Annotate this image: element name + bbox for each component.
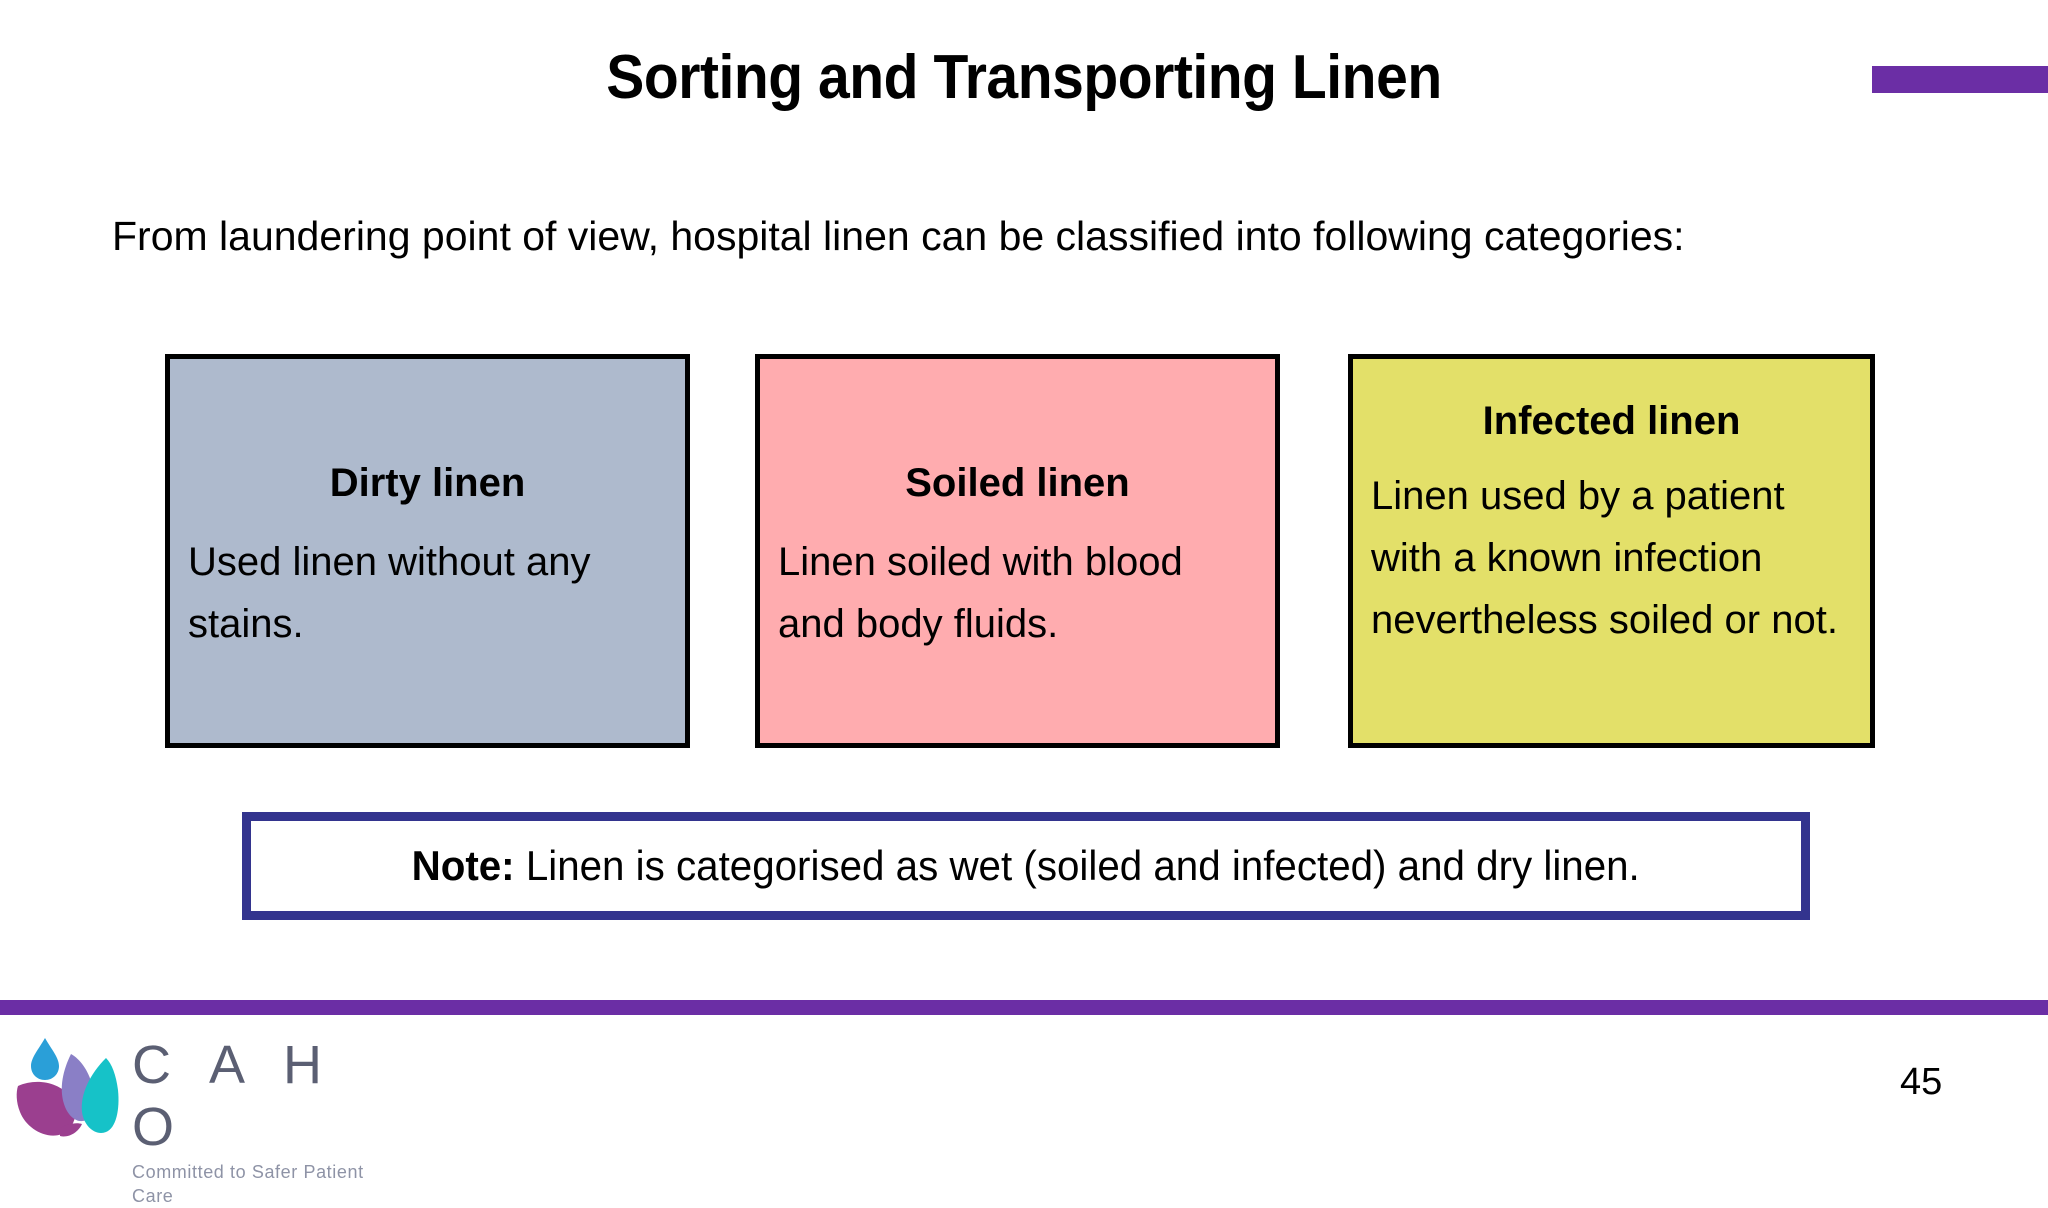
top-accent-bar xyxy=(1872,66,2048,93)
note-body: Linen is categorised as wet (soiled and … xyxy=(514,842,1641,889)
category-card-dirty-linen: Dirty linen Used linen without any stain… xyxy=(165,354,690,748)
category-title: Infected linen xyxy=(1482,399,1741,443)
caho-logo-text: C A H O Committed to Safer Patient Care xyxy=(132,1034,392,1208)
note-callout: Note: Linen is categorised as wet (soile… xyxy=(242,812,1810,920)
page-number: 45 xyxy=(1900,1061,1943,1103)
category-title: Dirty linen xyxy=(329,461,526,505)
caho-tagline: Committed to Safer Patient Care xyxy=(132,1162,364,1206)
category-description: Linen used by a patient with a known inf… xyxy=(1371,474,1838,642)
caho-logo: C A H O Committed to Safer Patient Care xyxy=(14,1032,394,1206)
category-card-soiled-linen: Soiled linen Linen soiled with blood and… xyxy=(755,354,1280,748)
category-description: Linen soiled with blood and body fluids. xyxy=(778,540,1183,646)
note-text: Note: Linen is categorised as wet (soile… xyxy=(412,841,1640,891)
page-title: Sorting and Transporting Linen xyxy=(606,43,1442,112)
caho-logo-mark-icon xyxy=(14,1032,126,1140)
intro-text: From laundering point of view, hospital … xyxy=(112,213,1685,259)
slide-canvas: Sorting and Transporting Linen From laun… xyxy=(0,43,2048,1206)
category-description: Used linen without any stains. xyxy=(188,540,591,646)
caho-wordmark: C A H O xyxy=(132,1035,336,1157)
linen-category-cards: Dirty linen Used linen without any stain… xyxy=(165,354,1875,748)
category-card-infected-linen: Infected linen Linen used by a patient w… xyxy=(1348,354,1875,748)
category-title: Soiled linen xyxy=(905,461,1130,505)
note-label: Note: xyxy=(411,842,515,889)
footer-divider xyxy=(0,1000,2048,1015)
